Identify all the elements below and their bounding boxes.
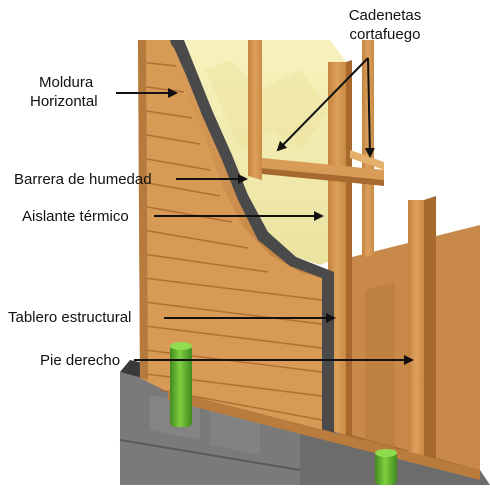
label-aislante-termico: Aislante térmico xyxy=(22,208,129,225)
arrow-cadenetas-a xyxy=(276,57,369,152)
label-moldura-line2: Horizontal xyxy=(30,93,98,110)
label-barrera-humedad: Barrera de humedad xyxy=(14,171,152,188)
label-moldura-horizontal: Moldura Horizontal xyxy=(30,73,98,111)
label-moldura-line1: Moldura xyxy=(39,74,94,91)
anchor-bolts xyxy=(170,342,397,485)
label-cadenetas-line2: cortafuego xyxy=(349,26,421,43)
arrow-cadenetas-b xyxy=(364,57,375,158)
inner-framing xyxy=(340,196,480,478)
label-pie-derecho: Pie derecho xyxy=(40,352,121,369)
label-cadenetas-line1: Cadenetas xyxy=(348,7,422,24)
label-arrows xyxy=(116,57,414,365)
label-tablero-estructural: Tablero estructural xyxy=(8,309,132,326)
firestop-blocking xyxy=(262,150,384,186)
horizontal-siding xyxy=(138,40,323,432)
bottom-plate xyxy=(168,390,480,480)
label-cadenetas-cortafuego: Cadenetas cortafuego xyxy=(330,6,440,44)
